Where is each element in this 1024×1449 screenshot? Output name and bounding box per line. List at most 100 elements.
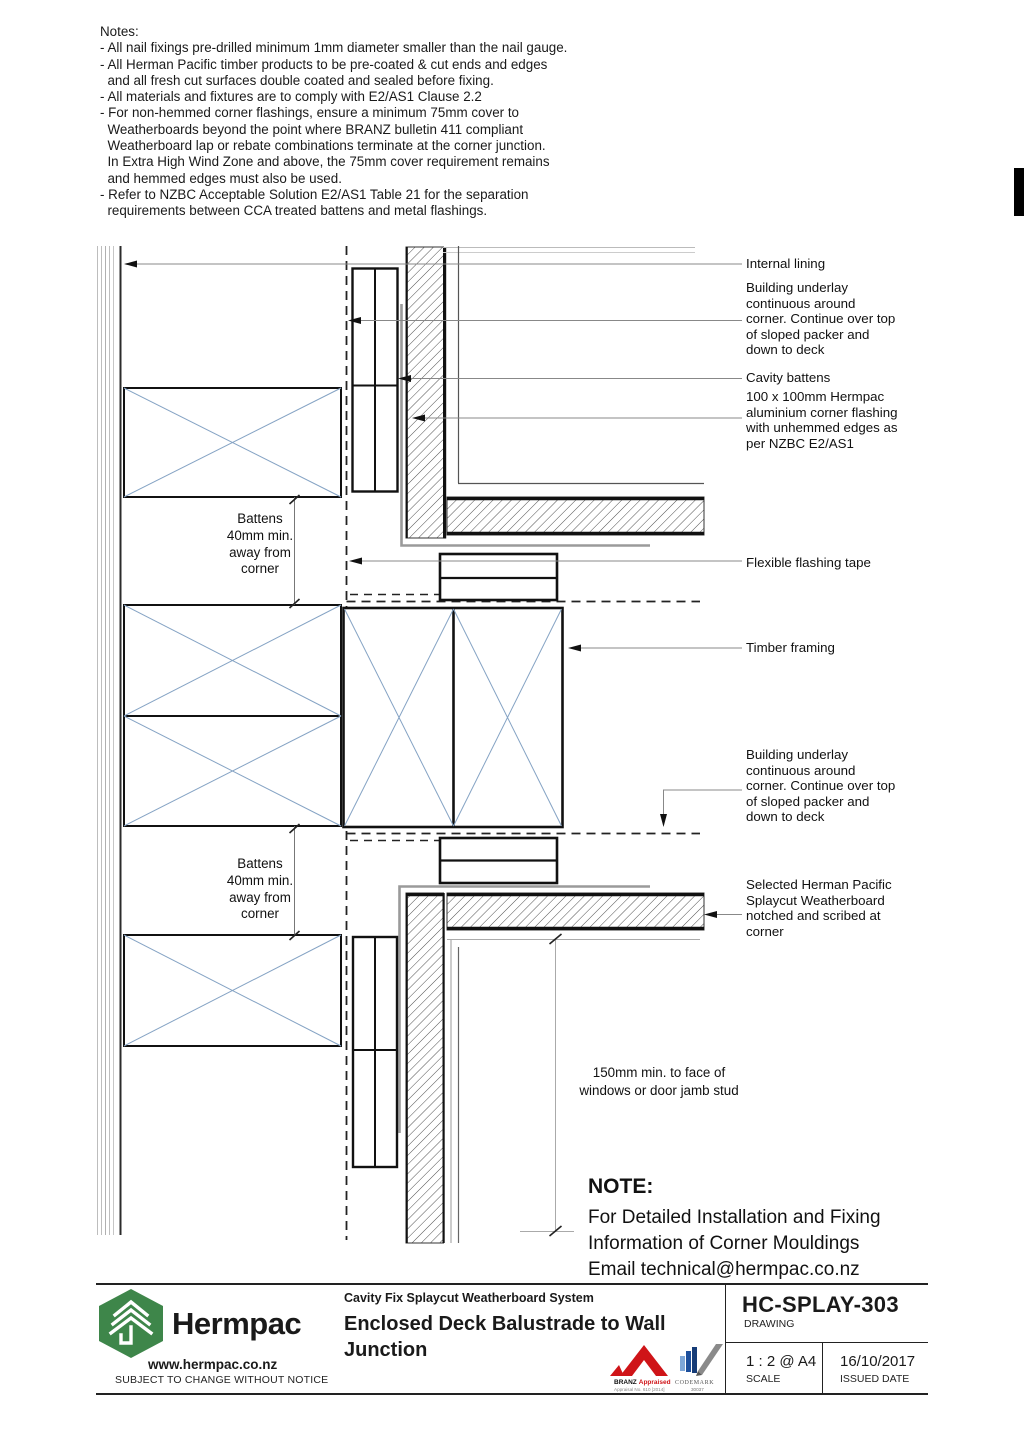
label-building-underlay-lower: Building underlay continuous around corn… — [746, 747, 895, 825]
weatherboard-strip-lower — [405, 892, 445, 1244]
notes-line: Weatherboard lap or rebate combinations … — [100, 138, 546, 154]
weatherboard-strip-return-upper — [446, 496, 705, 536]
dimension-150mm — [447, 933, 700, 1237]
notes-line: Weatherboards beyond the point where BRA… — [100, 121, 524, 137]
return-wall-lining-upper — [443, 246, 704, 485]
batten-dimension-lines — [288, 494, 301, 941]
note-line: For Detailed Installation and Fixing — [588, 1207, 881, 1228]
label-line: 40mm min. — [226, 527, 294, 543]
label-line: notched and scribed at — [746, 908, 881, 924]
notes-line: - Refer to NZBC Acceptable Solution E2/A… — [100, 186, 529, 202]
label-line: down to deck — [746, 342, 825, 358]
codemark-number-text: 30037 — [691, 1387, 704, 1392]
label-line: 100 x 100mm Hermpac — [746, 389, 885, 404]
disclaimer-text: SUBJECT TO CHANGE WITHOUT NOTICE — [115, 1374, 329, 1386]
flashing-tape-lower — [438, 836, 559, 885]
branz-sub-text: Appraised — [639, 1379, 671, 1386]
scale-label: SCALE — [746, 1373, 781, 1385]
notes-block: Notes: - All nail fixings pre-drilled mi… — [100, 24, 567, 220]
notes-line: and hemmed edges must also be used. — [100, 170, 342, 186]
titleblock-divider-vertical — [725, 1283, 726, 1395]
label-line: away from — [229, 544, 291, 560]
label-line: of sloped packer and — [746, 326, 870, 342]
label-line: windows or door jamb stud — [579, 1082, 739, 1098]
label-line: continuous around — [746, 762, 856, 778]
titleblock-border-bottom — [96, 1393, 928, 1395]
leader-lines — [133, 263, 742, 915]
label-cavity-battens: Cavity battens — [746, 370, 831, 385]
notes-line: Notes: — [100, 24, 139, 39]
label-line: corner. Continue over top — [746, 311, 896, 327]
notes-line: and all fresh cut surfaces double coated… — [100, 72, 494, 88]
weatherboard-strip-return-lower — [446, 892, 705, 931]
note-line: Information of Corner Mouldings — [588, 1233, 860, 1254]
scale-value: 1 : 2 @ A4 — [746, 1353, 817, 1370]
label-line: Battens — [237, 856, 283, 871]
label-line: corner. Continue over top — [746, 778, 896, 794]
leader-arrowheads — [124, 260, 717, 918]
note-title: NOTE: — [588, 1175, 654, 1198]
note-block: NOTE: For Detailed Installation and Fixi… — [588, 1175, 881, 1283]
notes-line: - For non-hemmed corner flashings, ensur… — [100, 105, 519, 121]
website-text: www.hermpac.co.nz — [148, 1357, 278, 1372]
notes-line: - All materials and fixtures are to comp… — [100, 89, 482, 105]
internal-lining-lines — [97, 246, 122, 1235]
label-line: Building underlay — [746, 747, 849, 762]
codemark-name-text: CODEMARK — [675, 1380, 714, 1386]
notes-line: - All Herman Pacific timber products to … — [100, 56, 548, 72]
label-line: 150mm min. to face of — [592, 1065, 726, 1080]
label-line: continuous around — [746, 295, 856, 311]
label-line: Building underlay — [746, 280, 849, 295]
label-timber-framing: Timber framing — [746, 640, 835, 655]
label-flexible-tape: Flexible flashing tape — [746, 555, 871, 570]
issued-date-value: 16/10/2017 — [840, 1353, 916, 1370]
branz-name-text: BRANZ — [614, 1379, 637, 1386]
notes-line: In Extra High Wind Zone and above, the 7… — [100, 154, 550, 170]
weatherboard-strip-upper — [405, 246, 447, 539]
label-line: down to deck — [746, 809, 825, 825]
issued-date-label: ISSUED DATE — [840, 1373, 910, 1385]
cavity-battens-upper — [351, 267, 399, 493]
note-line: Email technical@hermpac.co.nz — [588, 1259, 860, 1280]
drawing-title: Enclosed Deck Balustrade to Wall Junctio… — [344, 1313, 666, 1361]
edge-mark — [1014, 168, 1024, 216]
branz-detail-text: Appraisal No. 610 [2014] — [614, 1387, 665, 1392]
brand-name: Hermpac — [172, 1306, 302, 1341]
label-line: per NZBC E2/AS1 — [746, 435, 854, 451]
drawing-number: HC-SPLAY-303 — [742, 1292, 899, 1317]
label-line: Selected Herman Pacific — [746, 877, 892, 892]
label-line: Battens — [237, 511, 283, 526]
label-line: away from — [229, 889, 291, 905]
titleblock-divider-horizontal — [725, 1342, 928, 1343]
label-dim-150: 150mm min. to face of windows or door ja… — [566, 1064, 752, 1099]
label-line: corner — [241, 906, 279, 922]
notes-line: requirements between CCA treated battens… — [100, 203, 488, 219]
label-line: corner — [241, 561, 279, 577]
notes-line: - All nail fixings pre-drilled minimum 1… — [100, 40, 568, 56]
corner-flashing-lower — [398, 885, 650, 1133]
corner-flashing-upper — [400, 304, 650, 547]
titleblock-divider-scale-date — [822, 1342, 823, 1394]
titleblock-border-top — [96, 1283, 928, 1285]
label-battens-dim-lower: Battens 40mm min. away from corner — [204, 856, 316, 923]
label-line: Splaycut Weatherboard — [746, 892, 885, 908]
codemark-logo: CODEMARK 30037 — [675, 1344, 723, 1392]
cavity-battens-lower — [351, 935, 399, 1169]
label-internal-lining: Internal lining — [746, 256, 826, 271]
system-name: Cavity Fix Splaycut Weatherboard System — [344, 1291, 594, 1305]
balustrade-post — [342, 606, 564, 829]
label-line: with unhemmed edges as — [746, 420, 898, 436]
label-line: corner — [746, 923, 784, 939]
drawing-number-label: DRAWING — [744, 1318, 795, 1330]
timber-stud-boxes — [123, 387, 342, 1047]
return-wall-lining-lower — [450, 940, 460, 1243]
label-corner-flashing: 100 x 100mm Hermpac aluminium corner fla… — [746, 389, 898, 451]
label-battens-dim-upper: Battens 40mm min. away from corner — [204, 511, 316, 578]
label-line: of sloped packer and — [746, 793, 870, 809]
label-weatherboard: Selected Herman Pacific Splaycut Weather… — [746, 877, 892, 939]
